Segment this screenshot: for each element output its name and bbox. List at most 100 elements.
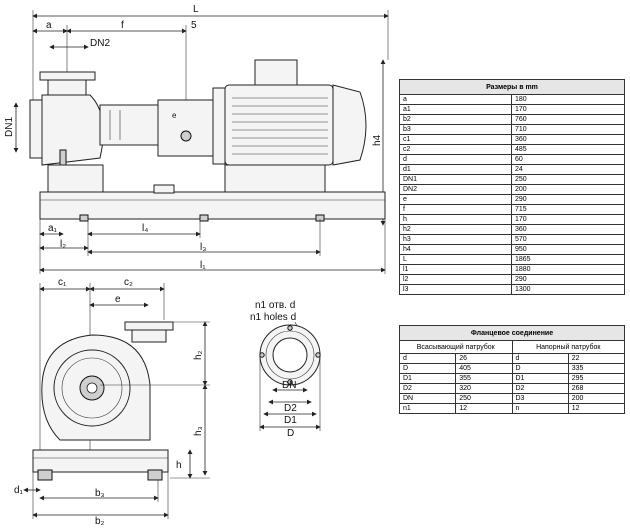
terminal-box <box>254 59 298 86</box>
dim-D2: D2 <box>284 403 297 414</box>
flange-table-title: Фланцевое соединение <box>399 325 625 341</box>
flange-cell-v2: 200 <box>567 393 626 404</box>
sizes-value: 1300 <box>511 284 625 295</box>
front-discharge-flange <box>124 321 174 331</box>
sizes-key: DN2 <box>399 184 512 195</box>
sizes-value: 170 <box>511 104 625 115</box>
front-view: c₁ c₂ e h₂ h₃ h d₁ b₃ <box>14 277 210 527</box>
base-bolt <box>79 214 89 222</box>
flange-bolt-hole <box>287 325 293 331</box>
sizes-value: 1865 <box>511 254 625 265</box>
flange-cell-k1: DN <box>398 393 457 404</box>
sizes-key: b3 <box>399 124 512 135</box>
dim-DN2: DN2 <box>90 38 110 49</box>
bearing-housing <box>99 104 159 146</box>
suction-flange <box>29 99 43 159</box>
sizes-value: 950 <box>511 244 625 255</box>
front-foot-left <box>37 469 53 481</box>
front-base <box>32 449 169 473</box>
sizes-key: h4 <box>399 244 512 255</box>
flange-cell-k2: D3 <box>511 393 569 404</box>
flange-cell-v1: 405 <box>455 363 513 374</box>
flange-bolt-hole <box>259 352 265 358</box>
dim-h4: h4 <box>372 134 383 146</box>
flange-cell-k2: d <box>511 353 569 364</box>
sizes-key: d1 <box>399 164 512 175</box>
flange-cell-k2: D2 <box>511 383 569 394</box>
front-foot-right <box>147 469 163 481</box>
flange-view: n1 отв. d n1 holes d DN D2 D1 D <box>250 300 321 439</box>
flange-table: Фланцевое соединение Всасывающий патрубо… <box>398 325 626 414</box>
sizes-value: 200 <box>511 184 625 195</box>
dim-D1: D1 <box>284 415 297 426</box>
discharge-nozzle <box>47 79 87 96</box>
dim-b2: b₂ <box>95 516 105 527</box>
sizes-key: L <box>399 254 512 265</box>
base-frame <box>39 191 386 220</box>
sizes-key: b2 <box>399 114 512 125</box>
dim-c2: c₂ <box>124 277 133 288</box>
flange-suction-header: Всасывающий патрубок <box>399 340 513 354</box>
flange-cell-v1: 26 <box>455 353 513 364</box>
sizes-value: 290 <box>511 194 625 205</box>
dim-L: L <box>193 4 199 15</box>
dim-D: D <box>287 428 294 439</box>
sizes-value: 485 <box>511 144 625 155</box>
dim-l4: l₄ <box>142 223 148 234</box>
sizes-value: 710 <box>511 124 625 135</box>
dim-l2: l₂ <box>60 239 66 250</box>
dim-b3: b₃ <box>95 488 105 499</box>
flange-cell-k2: n <box>511 403 569 414</box>
sizes-key: l2 <box>399 274 512 285</box>
sizes-key: DN1 <box>399 174 512 185</box>
flange-cell-v2: 335 <box>567 363 626 374</box>
label-holes-en: n1 holes d <box>250 312 296 323</box>
sizes-value: 250 <box>511 174 625 185</box>
sizes-key: c2 <box>399 144 512 155</box>
flange-cell-v2: 22 <box>567 353 626 364</box>
flange-cell-v2: 12 <box>567 403 626 414</box>
dim-e: e <box>115 294 121 305</box>
dim-h: h <box>176 460 182 471</box>
label-e: e <box>172 111 177 120</box>
flange-bolt-hole <box>287 379 293 385</box>
flange-cell-k2: D1 <box>511 373 569 384</box>
sizes-value: 1880 <box>511 264 625 275</box>
label-holes-ru: n1 отв. d <box>255 300 295 311</box>
sizes-value: 180 <box>511 94 625 105</box>
sizes-key: a1 <box>399 104 512 115</box>
flange-cell-v2: 295 <box>567 373 626 384</box>
flange-cell-v2: 268 <box>567 383 626 394</box>
flange-cell-v1: 355 <box>455 373 513 384</box>
sizes-value: 760 <box>511 114 625 125</box>
motor-pedestal <box>224 164 326 193</box>
sizes-value: 570 <box>511 234 625 245</box>
sizes-value: 360 <box>511 224 625 235</box>
flange-cell-v1: 250 <box>455 393 513 404</box>
dim-a1: a₁ <box>48 223 58 234</box>
pump-support <box>47 164 104 193</box>
sizes-table-title: Размеры в mm <box>399 79 625 95</box>
sizes-key: l1 <box>399 264 512 275</box>
sizes-value: 24 <box>511 164 625 175</box>
sizes-key: l3 <box>399 284 512 295</box>
base-bolt <box>199 214 209 222</box>
dim-h2: h₂ <box>193 350 204 360</box>
flange-cell-v1: 320 <box>455 383 513 394</box>
